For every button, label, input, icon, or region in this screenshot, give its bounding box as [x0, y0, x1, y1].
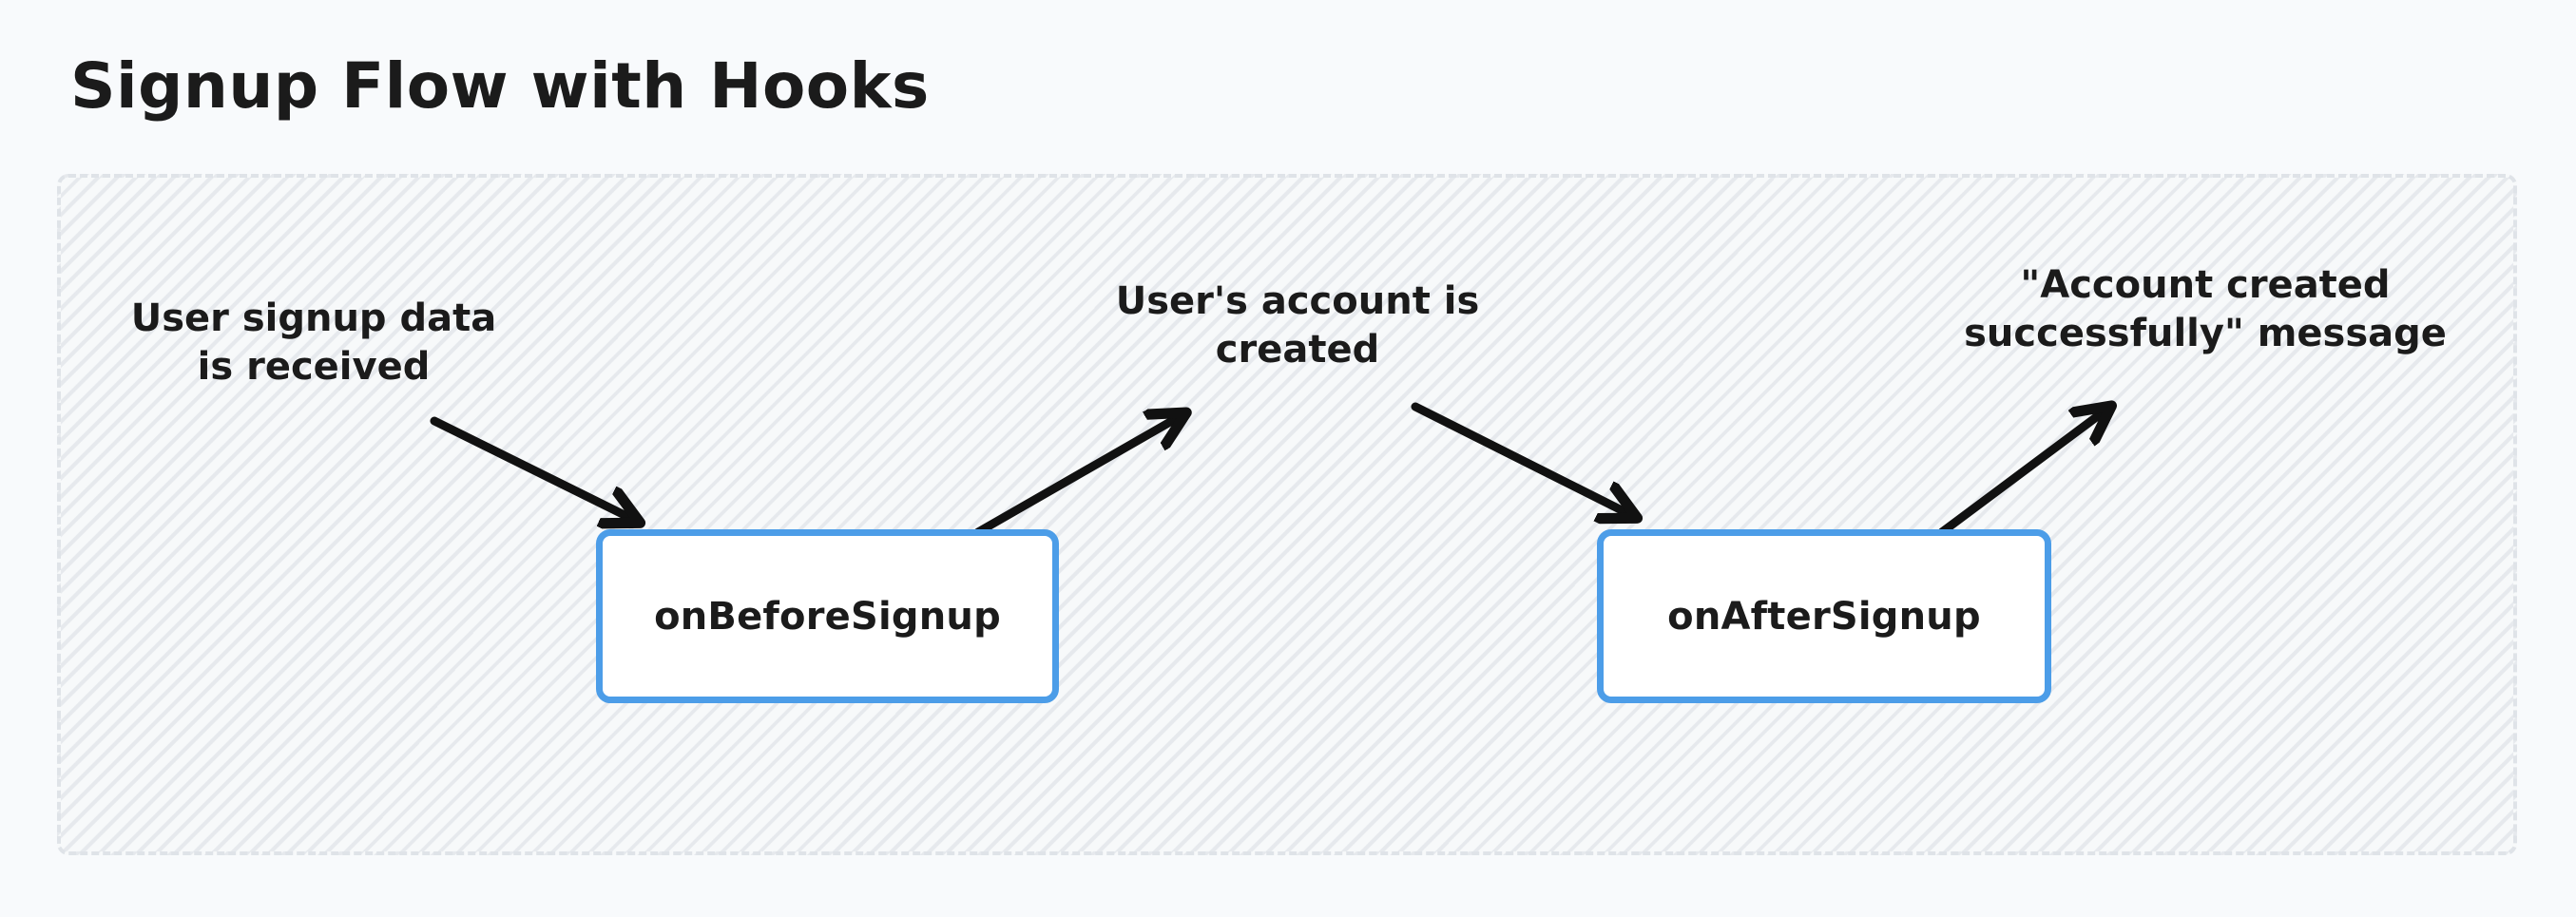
node-on-before-signup[interactable]: onBeforeSignup [596, 529, 1059, 703]
annotation-label-signup-data: User signup data is received [130, 296, 497, 390]
diagram-canvas [57, 174, 2517, 855]
node-on-after-signup[interactable]: onAfterSignup [1597, 529, 2051, 703]
annotation-label-success-message: "Account created successfully" message [1964, 263, 2447, 356]
annotation-label-account-created: User's account is created [1115, 279, 1480, 373]
page-title: Signup Flow with Hooks [70, 49, 930, 123]
